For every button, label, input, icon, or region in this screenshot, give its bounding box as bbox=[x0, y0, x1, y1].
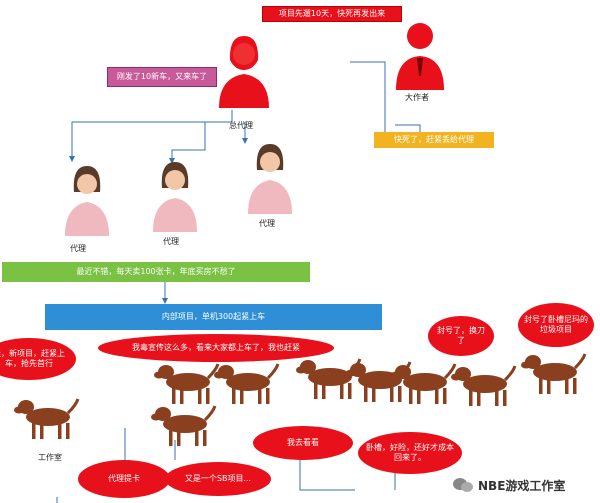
woman-icon bbox=[219, 36, 269, 108]
studio-label: 工作室 bbox=[38, 453, 62, 462]
woman-icon bbox=[153, 162, 197, 232]
big-author-label: 大作者 bbox=[405, 93, 429, 102]
oval-agent-card: 代理提卡 bbox=[78, 460, 170, 498]
oval-sealed-junk: 封号了卧槽尼玛的垃圾项目 bbox=[518, 303, 594, 347]
woman-icon bbox=[248, 144, 292, 214]
oval-left-new: 哇，新项目，赶紧上车，抢先首行 bbox=[0, 338, 76, 380]
gm-label: 总代理 bbox=[229, 121, 253, 130]
businessman-icon bbox=[396, 23, 444, 90]
dog-icon bbox=[296, 358, 362, 399]
dog-icon bbox=[521, 353, 587, 394]
top-banner: 项目先遛10天，快死再发出来 bbox=[262, 6, 402, 22]
woman-icon bbox=[65, 166, 109, 236]
wechat-icon bbox=[453, 478, 473, 492]
dog-icon bbox=[151, 405, 217, 446]
agent-figure-1 bbox=[62, 162, 112, 236]
green-box: 最近不错，每天卖100张卡，年底买房不愁了 bbox=[2, 262, 310, 282]
big-author bbox=[388, 18, 452, 90]
dog-icon bbox=[451, 365, 517, 406]
dog-icon bbox=[14, 398, 80, 439]
dog-icon bbox=[346, 361, 412, 402]
yellow-box: 快死了，赶紧丢给代理 bbox=[374, 132, 494, 148]
agent-figure-2 bbox=[150, 158, 200, 232]
agent-figure-3 bbox=[245, 140, 295, 214]
dog-icon bbox=[391, 363, 457, 404]
dog-icon bbox=[154, 363, 220, 404]
agent-label-2: 代理 bbox=[163, 237, 179, 246]
oval-another-sb: 又是一个SB项目... bbox=[165, 462, 271, 496]
watermark: NBE游戏工作室 bbox=[452, 476, 565, 494]
blue-box: 内部项目，单机300起紧上车 bbox=[45, 304, 382, 330]
oval-seal: 封号了，换刀了 bbox=[428, 316, 494, 356]
agent-label-1: 代理 bbox=[70, 244, 86, 253]
agent-label-3: 代理 bbox=[259, 219, 275, 228]
dog-icon bbox=[214, 363, 280, 404]
oval-watch: 我去看看 bbox=[253, 426, 353, 460]
gm-speech-box: 刚发了10新车，又来车了 bbox=[107, 67, 217, 87]
general-manager bbox=[213, 30, 275, 108]
oval-hype: 我毒宣传这么多，看来大家都上车了，我也赶紧 bbox=[98, 334, 334, 362]
watermark-text: NBE游戏工作室 bbox=[478, 478, 566, 493]
oval-regret: 卧槽，好险，还好才成本回来了。 bbox=[358, 432, 462, 474]
